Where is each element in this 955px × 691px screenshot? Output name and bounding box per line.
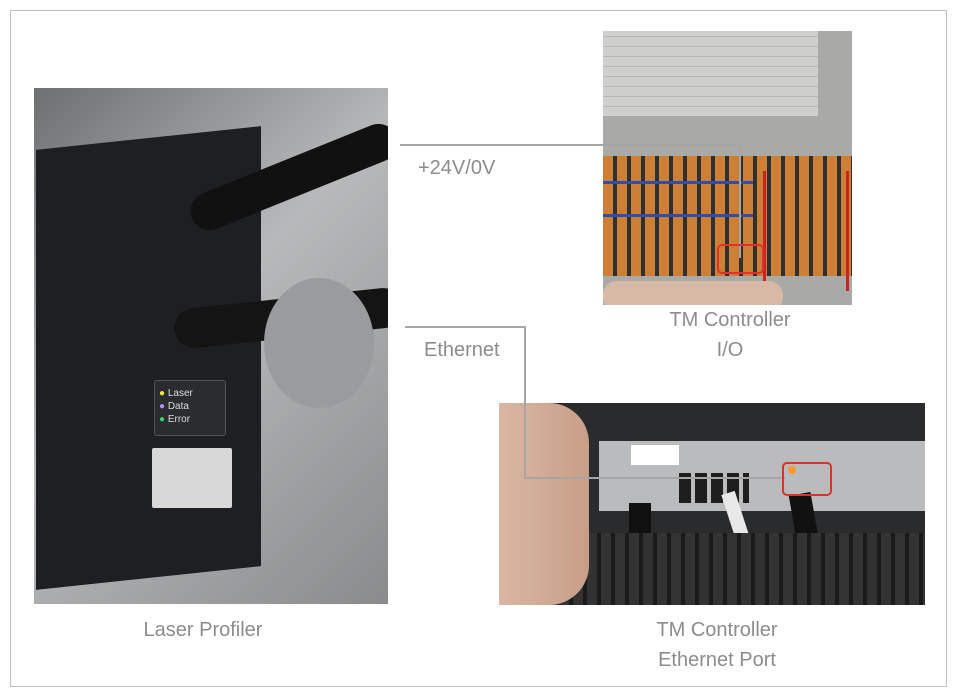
mount-plate <box>264 278 374 408</box>
hand <box>499 403 589 605</box>
io-terminal-highlight <box>717 244 764 274</box>
ethernet-port-highlight <box>782 462 832 496</box>
vent-grille <box>559 533 925 605</box>
indicator-laser: ● Laser <box>159 388 193 399</box>
power-connector-line <box>400 144 741 258</box>
controller-io-caption: TM Controller I/O <box>669 309 791 361</box>
hand <box>603 281 783 305</box>
status-panel: ● Laser ● Data ● Error <box>154 380 226 436</box>
ethernet-label: Ethernet <box>424 339 500 361</box>
indicator-error: ● Error <box>159 414 191 425</box>
laser-profiler-photo: ● Laser ● Data ● Error <box>34 88 388 604</box>
diagram-frame <box>10 10 947 687</box>
controller-io-photo <box>603 31 852 305</box>
controller-ethernet-caption: TM Controller Ethernet Port <box>656 619 778 671</box>
wires-red <box>763 171 849 291</box>
laser-profiler-caption: Laser Profiler <box>143 619 263 641</box>
ethernet-connector-line <box>405 326 785 479</box>
io-label-table <box>603 31 818 116</box>
wires-blue <box>603 181 753 217</box>
indicator-data: ● Data <box>159 401 189 412</box>
product-label <box>152 448 232 508</box>
redacted-label <box>631 445 679 465</box>
power-label: +24V/0V <box>418 157 496 179</box>
ethernet-port-led <box>788 466 796 474</box>
